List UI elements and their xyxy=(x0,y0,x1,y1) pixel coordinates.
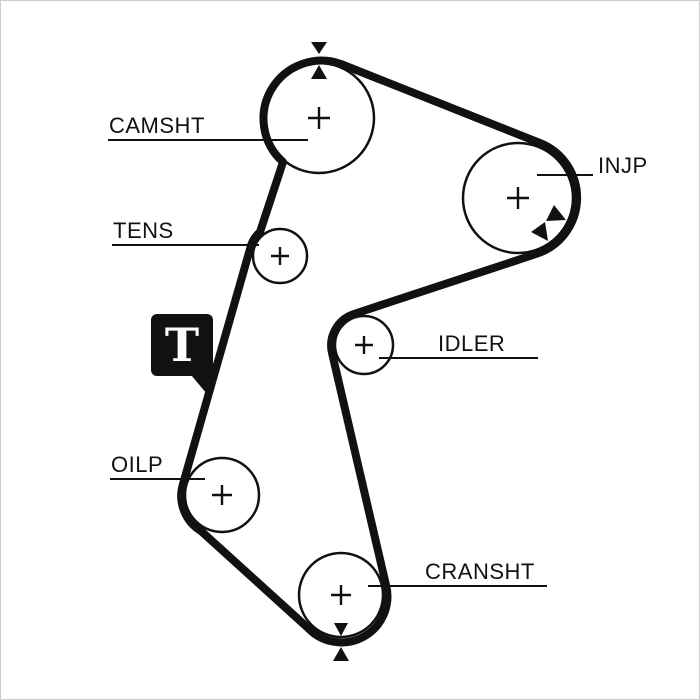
tensioner-logo-letter: T xyxy=(165,318,199,372)
injp-label: INJP xyxy=(598,153,648,178)
idler-center-cross xyxy=(355,336,373,354)
tensioner-center-cross xyxy=(271,247,289,265)
oilp-label: OILP xyxy=(111,452,163,477)
tensioner-logo: T xyxy=(151,314,216,394)
cransht-label: CRANSHT xyxy=(425,559,535,584)
timing-mark-top-outer-icon xyxy=(311,42,327,54)
injection-pump-center-cross xyxy=(507,187,529,209)
oil-pump-center-cross xyxy=(212,485,232,505)
timing-mark-injp-upper-icon xyxy=(546,205,566,221)
camsht-label: CAMSHT xyxy=(109,113,205,138)
crankshaft-center-cross xyxy=(331,585,351,605)
tens-label: TENS xyxy=(113,218,174,243)
idler-label: IDLER xyxy=(438,331,505,356)
tensioner-logo-tail xyxy=(191,371,216,394)
timing-mark-crank-inner-icon xyxy=(334,623,348,636)
timing-mark-injp-lower-icon xyxy=(531,222,548,241)
timing-mark-crank-outer-icon xyxy=(333,647,349,661)
camshaft-center-cross xyxy=(308,107,330,129)
timing-belt xyxy=(177,56,582,647)
timing-mark-top-inner-icon xyxy=(311,65,327,79)
tensioner-logo-box xyxy=(151,314,213,376)
